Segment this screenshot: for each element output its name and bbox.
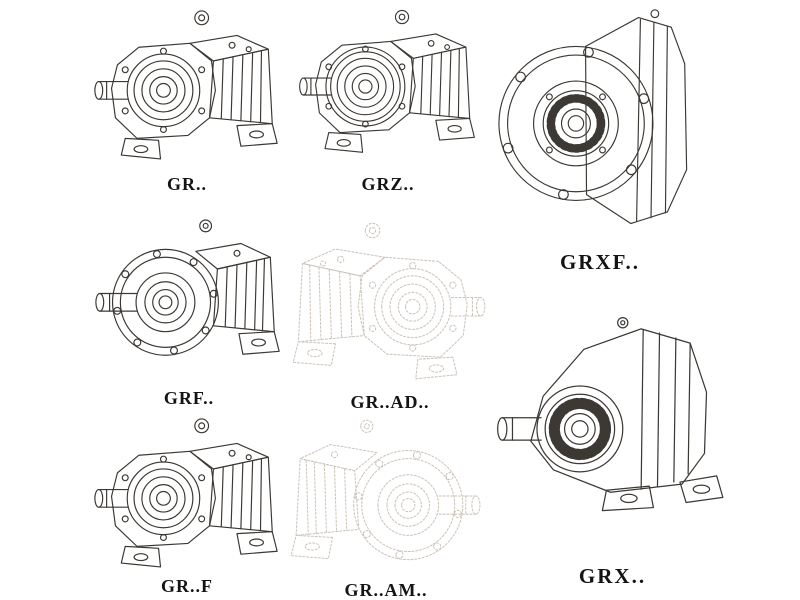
gearbox-figure-grxf: GRXF.. [494, 6, 706, 306]
model-label-gram: GR..AM.. [344, 580, 428, 600]
gearbox-figure-grf: GRF.. [90, 212, 288, 417]
grf2-gearbox-drawing [88, 410, 284, 572]
model-label-grf2: GR..F [161, 576, 213, 596]
gearbox-figure-grf2: GR..F [88, 410, 286, 600]
model-label-grxf: GRXF.. [559, 250, 641, 274]
grxf-gearbox-drawing [494, 6, 706, 237]
gearbox-figure-gram: GR..AM.. [284, 412, 488, 600]
grad-gearbox-drawing [286, 214, 492, 384]
model-label-grf: GRF.. [163, 388, 215, 408]
grf-gearbox-drawing [90, 212, 286, 374]
model-label-grad: GR..AD.. [350, 392, 430, 412]
gearbox-figure-grad: GR..AD.. [286, 214, 494, 419]
grx-gearbox-drawing [490, 298, 730, 518]
gr-gearbox-drawing [88, 2, 284, 164]
gearbox-figure-gr: GR.. [88, 2, 286, 207]
gram-gearbox-drawing [284, 412, 486, 579]
model-label-grz: GRZ.. [361, 174, 415, 194]
model-label-grx: GRX.. [578, 564, 647, 588]
model-label-gr: GR.. [167, 174, 207, 194]
gearbox-figure-grz: GRZ.. [293, 2, 483, 207]
grz-gearbox-drawing [293, 2, 481, 157]
gearbox-figure-grx: GRX.. [490, 298, 735, 593]
